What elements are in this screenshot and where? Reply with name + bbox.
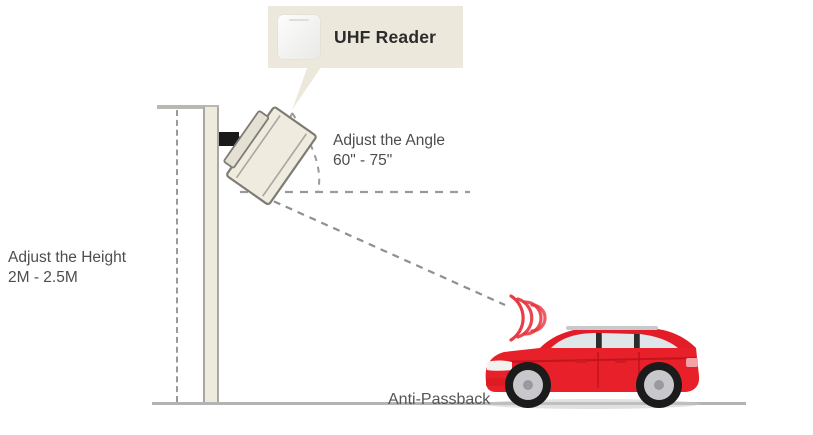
height-reference-dashed-line (176, 110, 178, 402)
pole-cap (157, 105, 219, 109)
ground-line (152, 402, 746, 405)
red-car (484, 326, 700, 409)
adjust-angle-label: Adjust the Angle 60" - 75" (333, 131, 445, 171)
uhf-reader-device-icon (278, 15, 320, 59)
uhf-reader-panel (223, 106, 317, 206)
uhf-reader-label: UHF Reader (334, 26, 437, 47)
adjust-angle-line1: Adjust the Angle (333, 132, 446, 149)
angle-arc (291, 112, 321, 192)
callout-tail (292, 60, 326, 110)
anti-passback-label: Anti-Passback (388, 391, 491, 408)
adjust-height-line1: Adjust the Height (8, 249, 127, 266)
adjust-angle-line2: 60" - 75" (333, 152, 393, 169)
mounting-pole (203, 107, 219, 404)
rf-signal-waves (509, 294, 547, 342)
uhf-reader-callout: UHF Reader (268, 6, 463, 68)
rf-beam-dashed-line (261, 194, 506, 307)
adjust-height-label: Adjust the Height 2M - 2.5M (8, 248, 126, 288)
adjust-height-line2: 2M - 2.5M (8, 269, 78, 286)
